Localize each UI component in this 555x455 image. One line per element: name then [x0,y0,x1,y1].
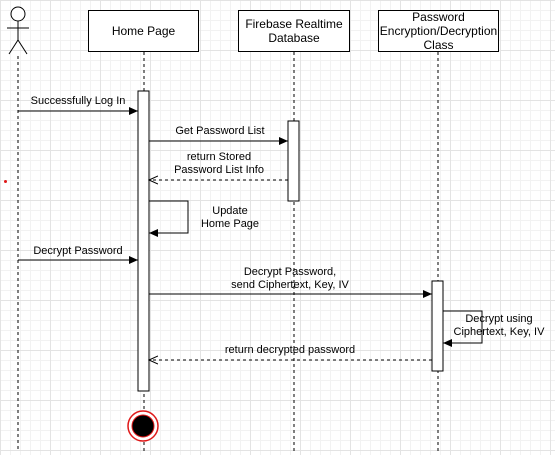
participant-firebase-database: Firebase Realtime Database [238,10,350,52]
message-label-m1: Successfully Log In [30,95,126,107]
activation-firebase [287,120,300,202]
message-label-m4: Update Home Page [200,205,260,230]
message-label-m2: Get Password List [175,125,265,137]
stray-red-dot [4,180,7,183]
message-label-m5: Decrypt Password [33,245,123,257]
activation-crypto [431,280,444,372]
message-arrow-m7 [443,310,483,347]
message-arrow-m4 [149,200,189,237]
participant-home-page: Home Page [88,10,199,52]
message-label-m6: Decrypt Password, send Ciphertext, Key, … [231,266,349,291]
message-label-m7: Decrypt using Ciphertext, Key, IV [453,313,545,338]
participant-encryption-class: Password Encryption/Decryption Class [378,10,499,52]
actor-user-icon [7,6,29,55]
end-state-icon [127,410,159,442]
message-label-m8: return decrypted password [224,344,356,356]
message-label-m3: return Stored Password List Info [174,151,264,176]
activation-home [137,90,150,392]
